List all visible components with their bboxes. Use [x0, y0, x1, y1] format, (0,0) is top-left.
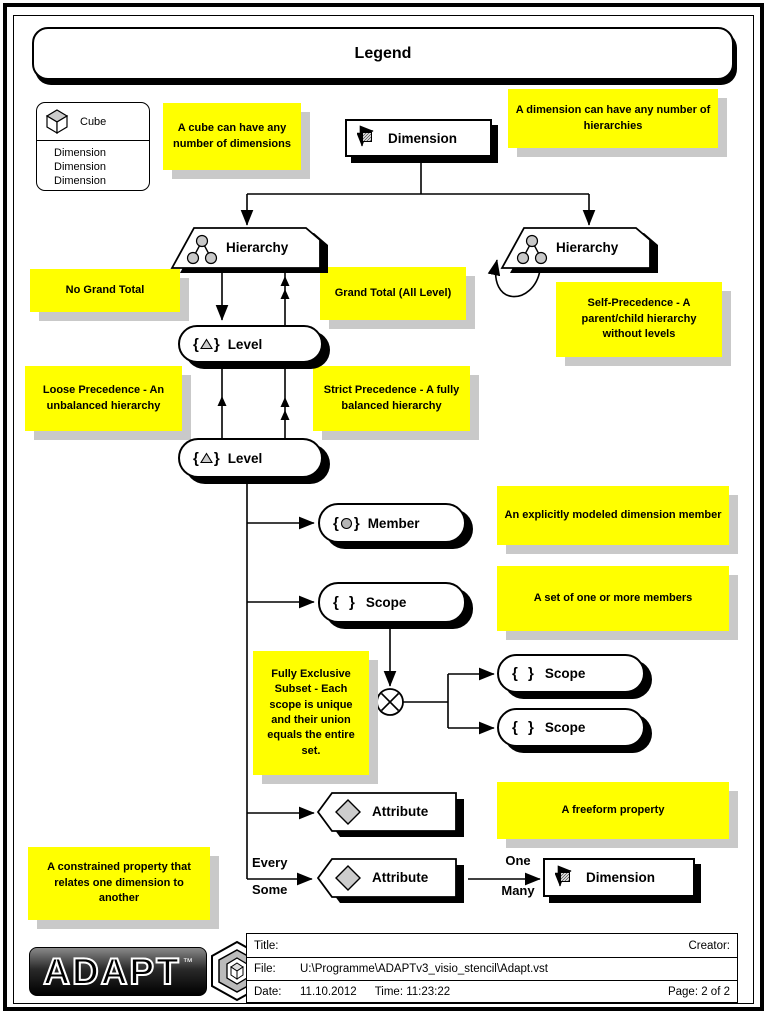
edge-label-one: One	[505, 853, 531, 868]
date-label: Date:	[254, 986, 282, 998]
scope-icon: { }	[512, 719, 537, 736]
scope-icon: { }	[512, 665, 537, 682]
double-arrowhead	[280, 289, 290, 299]
title-block-row-file: File: U:\Programme\ADAPTv3_visio_stencil…	[247, 957, 737, 980]
shape-label: Scope	[544, 720, 586, 735]
shape-attribute-constrained: Attribute	[316, 856, 472, 906]
shape-label: Level	[227, 336, 263, 352]
trademark-mark: ™	[182, 957, 193, 968]
note-no-grand-total: No Grand Total	[30, 269, 180, 312]
page-border-inner	[13, 15, 754, 1004]
note-cube: A cube can have any number of dimensions	[163, 103, 301, 170]
page-border-outer	[3, 3, 764, 1011]
shape-dimension-top: Dimension	[345, 119, 492, 157]
adapt-logo-text: ADAPT	[42, 951, 181, 992]
xor-junction-icon	[376, 688, 404, 716]
note-scope: A set of one or more members	[497, 566, 729, 631]
connector-xor-branch	[403, 674, 449, 728]
note-member: An explicitly modeled dimension member	[497, 486, 729, 545]
note-freeform: A freeform property	[497, 782, 729, 839]
shape-dimension-related: Dimension	[543, 858, 695, 897]
date-value: 11.10.2012	[300, 986, 357, 998]
shape-member: { } Member	[318, 503, 466, 543]
shape-label: Scope	[365, 595, 407, 610]
cube-definition-box: Cube Dimension Dimension Dimension	[36, 102, 150, 191]
note-dimension: A dimension can have any number of hiera…	[508, 89, 718, 148]
note-strict-precedence: Strict Precedence - A fully balanced hie…	[313, 366, 470, 431]
shape-label: Dimension	[388, 130, 458, 146]
page-title: Legend	[354, 44, 412, 62]
attribute-diamond-icon	[335, 799, 361, 825]
level-icon: { }	[193, 335, 220, 353]
time-value: Time: 11:23:22	[374, 986, 451, 998]
cube-dimension-item: Dimension	[54, 161, 106, 173]
file-value: U:\Programme\ADAPTv3_visio_stencil\Adapt…	[300, 963, 548, 975]
scope-icon: { }	[333, 594, 358, 611]
double-arrowhead	[280, 410, 290, 420]
shape-level-lower: { } Level	[178, 438, 323, 478]
shape-scope-upper: { } Scope	[497, 654, 645, 693]
adapt-logo: ADAPT ™	[29, 947, 207, 996]
edge-label-some: Some	[252, 882, 288, 897]
note-self-precedence: Self-Precedence - A parent/child hierarc…	[556, 282, 722, 357]
note-grand-total: Grand Total (All Level)	[320, 267, 466, 320]
shape-hierarchy-right: Hierarchy	[500, 225, 662, 275]
page-number: Page: 2 of 2	[667, 986, 730, 998]
hierarchy-icon	[186, 234, 218, 265]
cube-dimension-item: Dimension	[54, 175, 106, 187]
single-arrowhead	[217, 396, 227, 406]
legend-title-box: Legend	[32, 27, 734, 80]
title-block: Title: Creator: File: U:\Programme\ADAPT…	[246, 933, 738, 1003]
shape-label: Member	[367, 515, 420, 531]
note-subset: Fully Exclusive Subset - Each scope is u…	[253, 651, 369, 775]
member-icon: { }	[333, 514, 360, 532]
title-block-row-title: Title: Creator:	[247, 934, 737, 957]
note-constrained: A constrained property that relates one …	[28, 847, 210, 920]
cube-icon	[45, 109, 69, 135]
hierarchy-icon	[516, 234, 548, 265]
title-block-row-date: Date: 11.10.2012 Time: 11:23:22 Page: 2 …	[247, 980, 737, 1003]
shape-label: Scope	[544, 666, 586, 681]
dimension-axes-icon	[357, 125, 374, 147]
file-label: File:	[254, 963, 276, 975]
shape-label: Attribute	[372, 804, 429, 819]
double-arrowhead	[280, 397, 290, 407]
shape-hierarchy-left: Hierarchy	[170, 225, 332, 275]
shape-label: Hierarchy	[226, 240, 289, 255]
shape-scope-main: { } Scope	[318, 582, 466, 623]
title-label: Title:	[254, 939, 279, 952]
connector-self-loop	[487, 259, 541, 298]
note-loose-precedence: Loose Precedence - An unbalanced hierarc…	[25, 366, 182, 431]
edge-label-every: Every	[252, 855, 288, 870]
level-icon: { }	[193, 449, 220, 467]
shape-scope-lower: { } Scope	[497, 708, 645, 747]
shape-attribute-freeform: Attribute	[316, 790, 472, 840]
cube-dimension-item: Dimension	[54, 147, 106, 159]
double-arrowhead	[280, 276, 290, 286]
shape-label: Hierarchy	[556, 240, 619, 255]
cube-box-title: Cube	[80, 115, 107, 128]
shape-label: Level	[227, 450, 263, 466]
edge-label-many: Many	[501, 883, 535, 898]
shape-level-upper: { } Level	[178, 325, 323, 363]
creator-label: Creator:	[688, 939, 730, 952]
shape-label: Attribute	[372, 870, 429, 885]
attribute-diamond-icon	[335, 865, 361, 891]
dimension-axes-icon	[555, 864, 572, 887]
shape-label: Dimension	[586, 870, 656, 885]
